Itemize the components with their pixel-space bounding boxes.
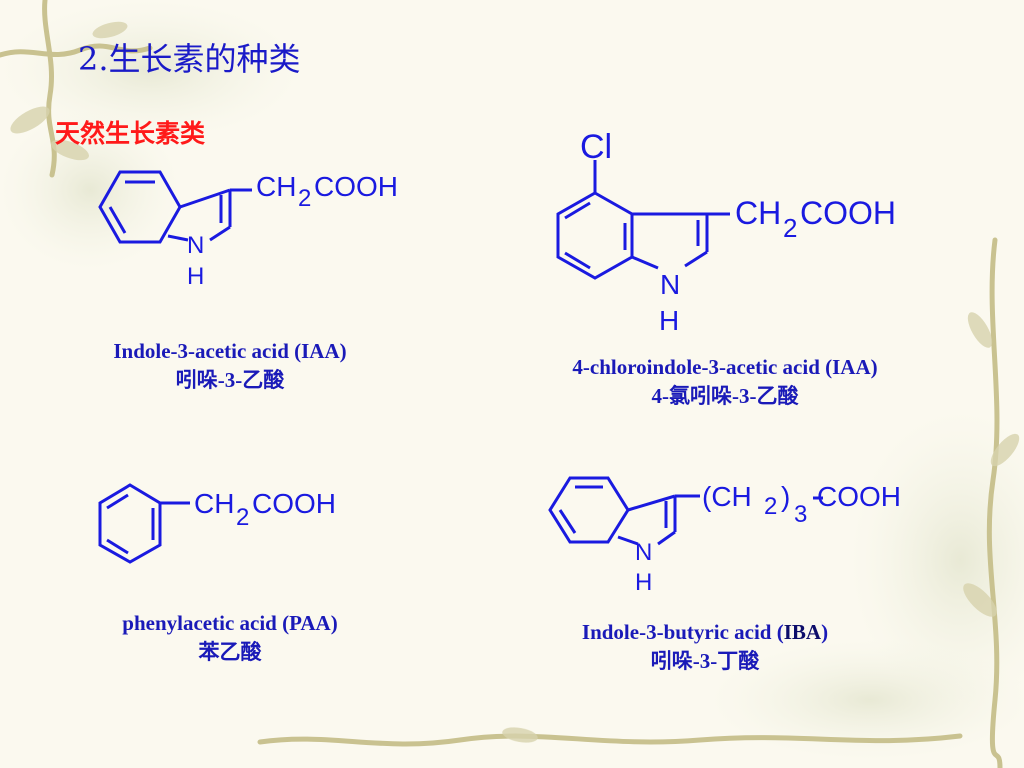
iaa-side-chain-subscript: 2	[298, 185, 311, 212]
caption-iba: Indole-3-butyric acid (IBA) 吲哚-3-丁酸	[510, 618, 900, 676]
4-chloro-iaa-side-chain-subscript: 2	[783, 213, 797, 243]
caption-paa-chinese: 苯乙酸	[198, 640, 262, 664]
slide-title: 2.生长素的种类	[78, 40, 301, 78]
iaa-hydrogen-label: H	[187, 263, 204, 290]
4-chloro-iaa-side-chain-ch: CH	[735, 195, 781, 231]
caption-iba-english: Indole-3-butyric acid (IBA)	[510, 618, 900, 647]
structure-4-chloro-iaa: Cl N H CH 2 COOH	[556, 128, 896, 336]
iba-nitrogen-label: N	[635, 539, 652, 566]
caption-iaa: Indole-3-acetic acid (IAA) 吲哚-3-乙酸	[50, 337, 410, 395]
iba-side-chain-subscript-2: 2	[764, 493, 777, 520]
iba-benzene-ring	[548, 476, 630, 544]
4-chloro-iaa-side-chain-cooh: COOH	[800, 195, 896, 231]
iba-side-chain-close: )	[781, 481, 790, 512]
4-chloro-iaa-benzene-ring	[556, 191, 634, 280]
structure-iba: N H (CH 2 ) 3 COOH	[548, 476, 901, 596]
4-chloro-iaa-hydrogen-label: H	[659, 305, 679, 336]
4-chloro-iaa-nitrogen-label: N	[660, 269, 680, 300]
iaa-side-chain-cooh: COOH	[314, 171, 398, 202]
paa-benzene-ring	[98, 483, 162, 564]
iaa-nitrogen-label: N	[187, 232, 204, 259]
4-chloro-iaa-chlorine-label: Cl	[580, 128, 612, 166]
caption-4-chloro-iaa: 4-chloroindole-3-acetic acid (IAA) 4-氯吲哚…	[505, 353, 945, 411]
caption-iaa-chinese: 吲哚-3-乙酸	[175, 368, 285, 392]
caption-iba-english-suffix: )	[821, 620, 829, 644]
iaa-benzene-ring	[98, 170, 182, 244]
paa-side-chain-ch: CH	[194, 488, 234, 519]
caption-iba-abbreviation: IBA	[783, 620, 822, 644]
paa-side-chain-cooh: COOH	[252, 488, 336, 519]
caption-paa: phenylacetic acid (PAA) 苯乙酸	[50, 609, 410, 667]
iba-side-chain-subscript-3: 3	[794, 501, 807, 528]
iba-side-chain-open: (CH	[702, 481, 752, 512]
caption-iba-chinese: 吲哚-3-丁酸	[650, 649, 760, 673]
caption-iba-english-prefix: Indole-3-butyric acid (	[581, 620, 784, 644]
iaa-side-chain-ch: CH	[256, 171, 296, 202]
paa-side-chain-subscript: 2	[236, 504, 249, 531]
caption-paa-english: phenylacetic acid (PAA)	[122, 611, 338, 635]
structure-paa: CH 2 COOH	[98, 483, 336, 564]
caption-4-chloro-iaa-chinese: 4-氯吲哚-3-乙酸	[651, 384, 799, 408]
structure-iaa: N H CH 2 COOH	[98, 170, 398, 290]
section-label-natural-auxins: 天然生长素类	[55, 119, 206, 148]
iba-side-chain-cooh: COOH	[817, 481, 901, 512]
caption-iaa-english: Indole-3-acetic acid (IAA)	[113, 339, 347, 363]
caption-4-chloro-iaa-english: 4-chloroindole-3-acetic acid (IAA)	[572, 355, 878, 379]
iba-hydrogen-label: H	[635, 569, 652, 596]
